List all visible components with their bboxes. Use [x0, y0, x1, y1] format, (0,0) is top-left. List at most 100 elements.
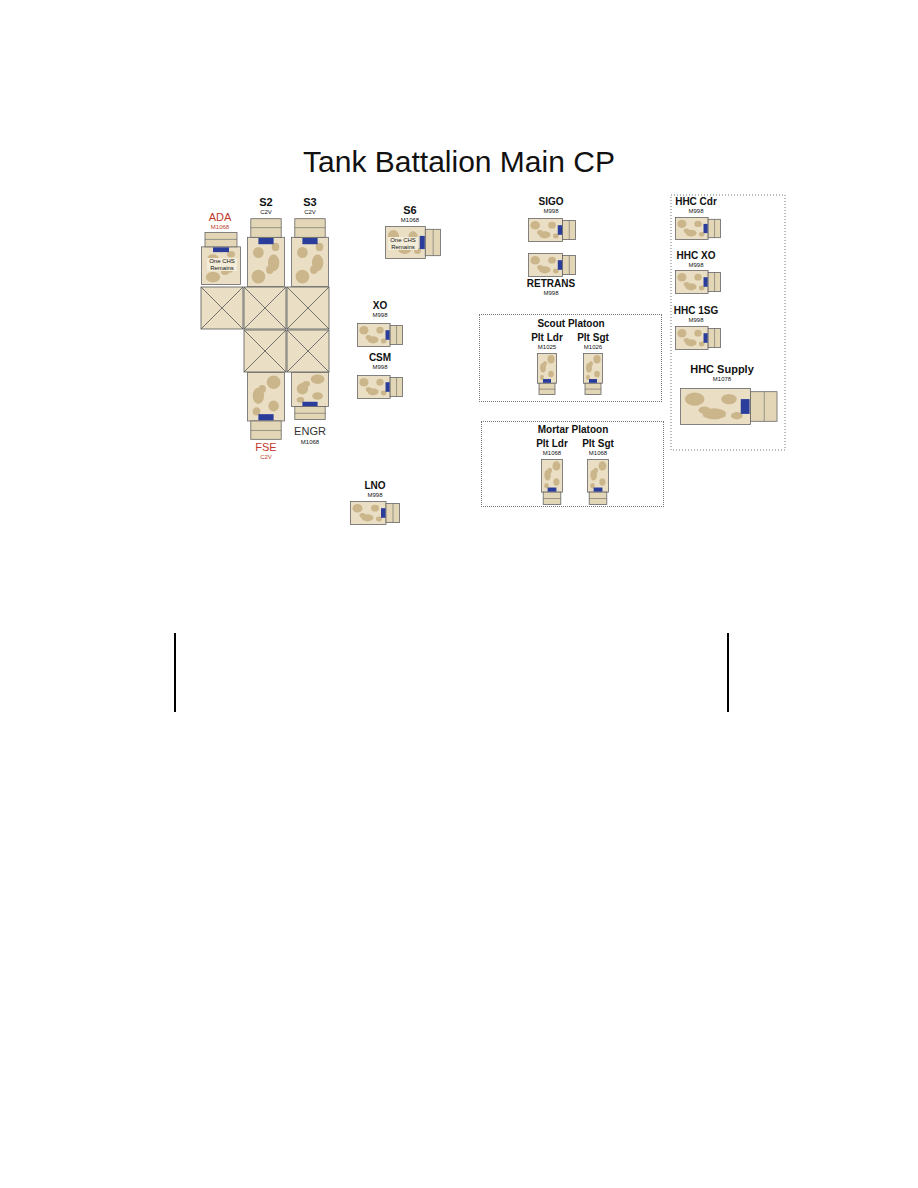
- tent-seam: [287, 287, 329, 329]
- camouflage-blob: [694, 221, 701, 227]
- vehicle-window: [302, 402, 317, 406]
- vehicle-body: [292, 237, 329, 286]
- camouflage-blob: [552, 461, 560, 470]
- vehicle-node: RETRANSM998: [518, 252, 584, 300]
- model-label: M1068: [589, 450, 607, 457]
- model-label: M998: [688, 317, 703, 324]
- vehicle-label: Plt Ldr: [536, 438, 568, 449]
- vehicle-label: HHC Supply: [690, 363, 754, 375]
- vehicle-node: XOM998: [354, 300, 406, 348]
- vehicle-cab: [251, 421, 281, 439]
- vehicle-shape: [588, 460, 609, 505]
- vehicle-hood-line: [543, 498, 561, 499]
- vehicle-body: [584, 354, 603, 384]
- camouflage-blob: [360, 513, 366, 518]
- model-label: M1068: [401, 217, 419, 224]
- vehicle-label: SIGO: [538, 196, 563, 207]
- camouflage-blob: [302, 381, 310, 387]
- vehicle-shape: [676, 271, 721, 294]
- vehicle-window: [704, 333, 708, 343]
- camouflage-blob: [530, 256, 540, 265]
- vehicle-label: Plt Ldr: [531, 332, 563, 343]
- vehicle-node: Plt SgtM1068: [575, 437, 623, 507]
- vehicle-hood-line: [433, 229, 434, 255]
- model-label: M1025: [538, 344, 556, 351]
- vehicle-label: S3: [303, 196, 316, 208]
- camouflage-blob: [677, 220, 686, 228]
- vehicle-hood-line: [569, 255, 570, 274]
- vehicle-node: ENGRM1068: [284, 372, 338, 450]
- vehicle-shape: [386, 227, 441, 259]
- tent: [287, 330, 329, 372]
- tent: [287, 287, 329, 329]
- vehicle-label: HHC XO: [677, 250, 716, 261]
- camouflage-blob: [253, 247, 264, 258]
- vehicle-node: HHC CdrM998: [672, 196, 726, 241]
- vehicle-body: [676, 327, 709, 350]
- vehicle-icon: [357, 375, 403, 399]
- vehicle-cab: [751, 392, 777, 422]
- vehicle-window: [302, 238, 317, 244]
- note-label: One CHS Remains: [388, 237, 418, 250]
- vehicle-hood-line: [396, 377, 397, 396]
- model-label: C2V: [260, 454, 272, 461]
- vehicle-cab: [708, 328, 720, 347]
- vehicle-window: [258, 238, 273, 244]
- camouflage-blob: [267, 375, 281, 389]
- vehicle-label: ADA: [209, 211, 232, 223]
- vehicle-icon: [291, 372, 329, 420]
- camouflage-blob: [677, 329, 686, 338]
- vehicle-icon: [587, 459, 609, 505]
- camouflage-blob: [594, 371, 600, 378]
- vehicle-hood-line: [393, 503, 394, 522]
- vehicle-cab: [390, 325, 402, 344]
- margin-bar: [727, 633, 729, 712]
- camouflage-blob: [537, 265, 543, 270]
- camouflage-blob: [376, 379, 383, 386]
- vehicle-node: Plt SgtM1026: [571, 331, 615, 397]
- camouflage-blob: [371, 505, 379, 512]
- vehicle-shape: [681, 389, 778, 425]
- vehicle-icon: [291, 218, 329, 287]
- tent-seam: [244, 330, 286, 372]
- vehicle-body: [351, 502, 387, 525]
- camouflage-blob: [312, 392, 323, 400]
- vehicle-shape: [529, 219, 576, 242]
- vehicle-hood-line: [295, 413, 325, 414]
- vehicle-label: RETRANS: [527, 278, 575, 289]
- model-label: M1068: [301, 439, 319, 446]
- vehicle-node: ADAM1068One CHS Remains: [196, 209, 248, 289]
- vehicle-body: [681, 389, 751, 425]
- margin-bar: [174, 633, 176, 712]
- vehicle-cab: [295, 407, 325, 420]
- vehicle-body: [202, 247, 241, 285]
- vehicle-window: [594, 488, 603, 492]
- model-label: M998: [367, 492, 382, 499]
- vehicle-body: [248, 373, 285, 421]
- camouflage-blob: [537, 230, 543, 235]
- tent-seam: [244, 287, 286, 329]
- camouflage-blob: [684, 338, 690, 343]
- model-label: M998: [543, 290, 558, 297]
- vehicle-window: [741, 399, 750, 414]
- vehicle-cab: [205, 233, 237, 247]
- vehicle-label: Plt Sgt: [577, 332, 609, 343]
- camouflage-blob: [593, 355, 600, 363]
- model-label: C2V: [260, 209, 272, 216]
- platoon-area: Scout PlatoonPlt LdrM1025Plt SgtM1026: [479, 314, 662, 402]
- vehicle-icon: [528, 218, 576, 242]
- vehicle-hood-line: [251, 430, 281, 431]
- vehicle-icon: [247, 372, 285, 440]
- vehicle-icon: [675, 270, 721, 294]
- vehicle-hood-line: [396, 325, 397, 344]
- tent: [244, 330, 286, 372]
- vehicle-label: LNO: [364, 480, 385, 491]
- vehicle-node: FSEC2V: [244, 372, 288, 464]
- vehicle-window: [213, 247, 229, 252]
- vehicle-shape: [538, 354, 557, 395]
- vehicle-hood-line: [589, 498, 607, 499]
- vehicle-window: [704, 277, 708, 287]
- vehicle-cab: [425, 229, 440, 255]
- vehicle-icon: [247, 218, 285, 287]
